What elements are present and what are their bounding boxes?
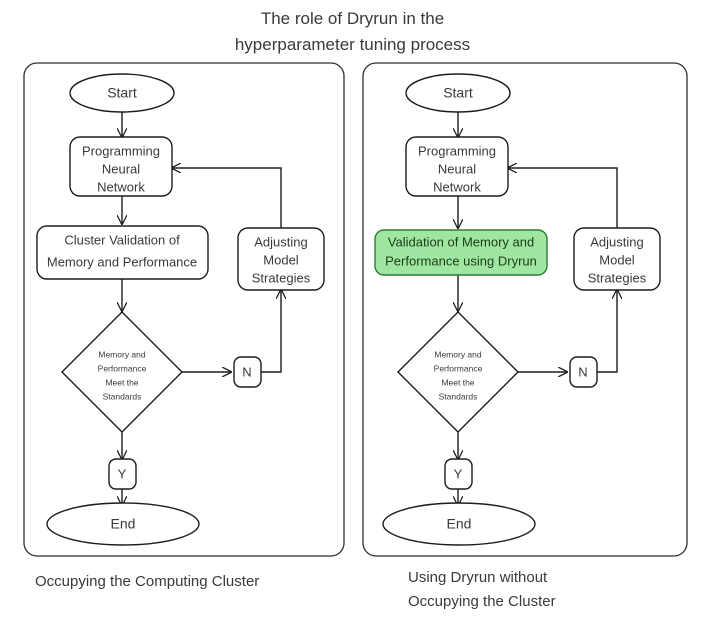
- node-right-branch-no[interactable]: N: [569, 356, 598, 388]
- branch-yes-shape: [108, 458, 137, 490]
- panel-right: Start Programming Neural Network Validat…: [362, 62, 688, 557]
- validation-dryrun-shape: [374, 229, 548, 276]
- node-right-branch-yes[interactable]: Y: [444, 458, 473, 490]
- node-left-validation-line-2: Memory and Performance: [47, 254, 197, 269]
- node-left-adjusting-line-3: Strategies: [252, 270, 311, 285]
- branch-no-shape: [233, 356, 262, 388]
- panel-right-caption: Using Dryrun without Occupying the Clust…: [408, 566, 556, 614]
- node-right-decision[interactable]: Memory and Performance Meet the Standard…: [397, 311, 519, 433]
- node-right-programming-line-2: Neural: [438, 161, 476, 176]
- node-right-programming-line-3: Network: [433, 179, 481, 194]
- branch-yes-shape: [444, 458, 473, 490]
- node-right-validation-line-2: Performance using Dryrun: [385, 253, 537, 268]
- node-left-validation-line-1: Cluster Validation of: [64, 232, 180, 247]
- edge-right-no-to-adjusting: [597, 290, 617, 373]
- validation-process-shape: [36, 225, 209, 280]
- node-left-decision-line-4: Standards: [103, 391, 142, 401]
- end-terminal-shape: [382, 502, 536, 546]
- end-terminal-shape: [46, 502, 200, 546]
- node-right-adjusting-line-1: Adjusting: [590, 234, 643, 249]
- node-right-branch-no-label: N: [578, 364, 587, 379]
- node-right-decision-line-3: Meet the: [441, 377, 474, 387]
- node-left-branch-yes-label: Y: [118, 466, 127, 481]
- node-left-validation[interactable]: Cluster Validation of Memory and Perform…: [36, 225, 209, 280]
- programming-process-shape: [405, 136, 509, 197]
- node-left-programming-line-3: Network: [97, 179, 145, 194]
- node-left-branch-no-label: N: [242, 364, 251, 379]
- node-left-programming-line-2: Neural: [102, 161, 140, 176]
- panel-left-caption: Occupying the Computing Cluster: [35, 570, 259, 594]
- node-left-decision-line-3: Meet the: [105, 377, 138, 387]
- node-right-decision-line-2: Performance: [434, 363, 483, 373]
- node-left-adjusting[interactable]: Adjusting Model Strategies: [237, 227, 325, 291]
- node-right-adjusting[interactable]: Adjusting Model Strategies: [573, 227, 661, 291]
- start-terminal-shape: [405, 73, 511, 113]
- branch-no-shape: [569, 356, 598, 388]
- node-right-validation-line-1: Validation of Memory and: [388, 234, 534, 249]
- node-left-decision[interactable]: Memory and Performance Meet the Standard…: [61, 311, 183, 433]
- node-right-programming-line-1: Programming: [418, 143, 496, 158]
- node-right-adjusting-line-2: Model: [599, 252, 635, 267]
- edge-right-adjusting-to-programming: [508, 168, 618, 228]
- node-right-adjusting-line-3: Strategies: [588, 270, 647, 285]
- node-left-decision-line-1: Memory and: [98, 349, 146, 359]
- panel-left-frame: [23, 62, 345, 557]
- node-left-branch-no[interactable]: N: [233, 356, 262, 388]
- panel-left-caption-line-1: Occupying the Computing Cluster: [35, 573, 260, 590]
- node-left-decision-line-2: Performance: [98, 363, 147, 373]
- node-right-validation[interactable]: Validation of Memory and Performance usi…: [374, 229, 548, 276]
- programming-process-shape: [69, 136, 173, 197]
- adjusting-process-shape: [573, 227, 661, 291]
- node-left-programming[interactable]: Programming Neural Network: [69, 136, 173, 197]
- panel-right-caption-line-2: Occupying the Cluster: [408, 593, 556, 610]
- node-left-end[interactable]: End: [46, 502, 200, 546]
- node-right-decision-line-1: Memory and: [434, 349, 482, 359]
- figure-title: The role of Dryrun in the hyperparameter…: [0, 6, 705, 58]
- panel-left: Start Programming Neural Network Cluster…: [23, 62, 345, 557]
- node-left-adjusting-line-2: Model: [263, 252, 299, 267]
- node-right-branch-yes-label: Y: [454, 466, 463, 481]
- panel-right-caption-line-1: Using Dryrun without: [408, 569, 548, 586]
- edge-left-no-to-adjusting: [261, 290, 281, 373]
- node-left-start-label: Start: [107, 85, 137, 101]
- figure-title-line-1: The role of Dryrun in the: [260, 9, 445, 28]
- node-left-end-label: End: [111, 516, 136, 532]
- node-left-start[interactable]: Start: [69, 73, 175, 113]
- adjusting-process-shape: [237, 227, 325, 291]
- panel-right-frame: [362, 62, 688, 557]
- edge-left-adjusting-to-programming: [172, 168, 282, 228]
- node-right-end[interactable]: End: [382, 502, 536, 546]
- decision-diamond-shape: [397, 311, 519, 433]
- decision-diamond-shape: [61, 311, 183, 433]
- node-right-start-label: Start: [443, 85, 473, 101]
- node-left-adjusting-line-1: Adjusting: [254, 234, 307, 249]
- node-right-end-label: End: [447, 516, 472, 532]
- node-right-decision-line-4: Standards: [439, 391, 478, 401]
- node-left-programming-line-1: Programming: [82, 143, 160, 158]
- figure-title-line-2: hyperparameter tuning process: [234, 35, 471, 54]
- node-right-programming[interactable]: Programming Neural Network: [405, 136, 509, 197]
- start-terminal-shape: [69, 73, 175, 113]
- node-left-branch-yes[interactable]: Y: [108, 458, 137, 490]
- node-right-start[interactable]: Start: [405, 73, 511, 113]
